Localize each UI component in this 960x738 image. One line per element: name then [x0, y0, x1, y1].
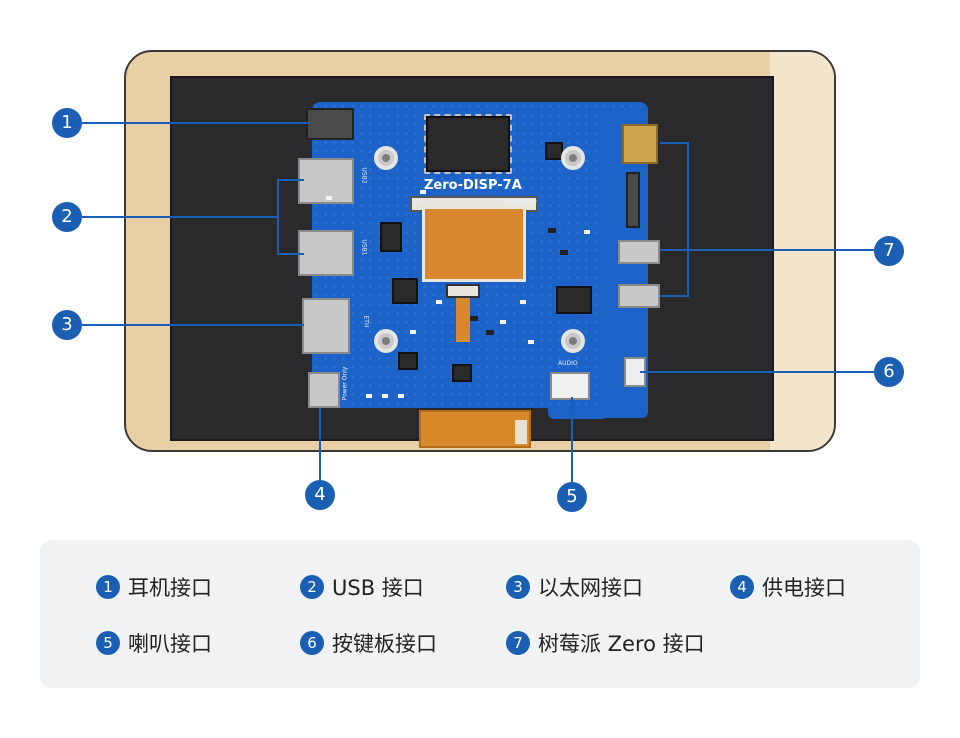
callout-4: 4 [305, 480, 335, 510]
legend-number: 6 [300, 631, 324, 655]
callout-1: 1 [52, 108, 82, 138]
legend-number: 3 [506, 575, 530, 599]
brand-text: 1 Waveshare [498, 198, 537, 205]
legend-number: 2 [300, 575, 324, 599]
legend-item-ethernet: 3 以太网接口 [506, 572, 643, 602]
inductor [452, 364, 472, 382]
audio-amp-chip [556, 286, 592, 314]
smd-part [560, 250, 568, 255]
fpc-number: 50 [412, 198, 420, 205]
smd-part [486, 330, 494, 335]
ethernet-chip [380, 222, 402, 252]
callout-7: 7 [874, 236, 904, 266]
legend-panel: 1 耳机接口 2 USB 接口 3 以太网接口 4 供电接口 5 喇叭接口 6 … [40, 540, 920, 688]
legend-label: 以太网接口 [538, 576, 643, 600]
legend-number: 4 [730, 575, 754, 599]
smd-part [548, 228, 556, 233]
smd-part [436, 300, 442, 304]
legend-label: 耳机接口 [128, 576, 212, 600]
legend-label: 供电接口 [762, 576, 846, 600]
smd-part [470, 316, 478, 321]
legend-number: 7 [506, 631, 530, 655]
regulator-chip [398, 352, 418, 370]
display-ribbon-cable [419, 410, 531, 448]
board-title: Zero-DISP-7A [424, 178, 522, 193]
legend-item-speaker: 5 喇叭接口 [96, 628, 212, 658]
smd-part [584, 230, 590, 234]
legend-item-pi-zero: 7 树莓派 Zero 接口 [506, 628, 705, 658]
usb-c-power-port [308, 372, 340, 408]
mount-hole [561, 146, 585, 170]
fpc-flex-cable [422, 206, 526, 282]
mini-hdmi-port [622, 124, 658, 164]
callout-3: 3 [52, 310, 82, 340]
legend-number: 5 [96, 631, 120, 655]
speaker-connector [550, 372, 590, 400]
ribbon-tab [515, 420, 527, 444]
smd-part [528, 340, 534, 344]
legend-number: 1 [96, 575, 120, 599]
pin-header [626, 172, 640, 228]
main-controller-chip [424, 114, 512, 174]
legend-label: 按键板接口 [332, 632, 437, 656]
mount-hole [374, 329, 398, 353]
micro-usb-port-top [618, 240, 660, 264]
touch-connector [446, 284, 480, 298]
smd-part [366, 394, 372, 398]
legend-item-usb: 2 USB 接口 [300, 572, 424, 602]
callout-5: 5 [557, 482, 587, 512]
audio-label: AUDIO [558, 360, 578, 367]
legend-item-power: 4 供电接口 [730, 572, 846, 602]
callout-lines [82, 122, 874, 482]
mount-hole [561, 329, 585, 353]
usb-hub-chip [392, 278, 418, 304]
callout-6: 6 [874, 357, 904, 387]
smd-part [420, 190, 426, 194]
legend-item-keypad: 6 按键板接口 [300, 628, 437, 658]
legend-label: 树莓派 Zero 接口 [538, 632, 705, 656]
mount-hole [374, 146, 398, 170]
legend-label: 喇叭接口 [128, 632, 212, 656]
driver-board [312, 102, 648, 408]
legend-item-headphone: 1 耳机接口 [96, 572, 212, 602]
smd-part [410, 330, 416, 334]
smd-part [382, 394, 388, 398]
touch-flex-cable [456, 296, 470, 342]
headphone-jack [306, 108, 354, 140]
callout-2: 2 [52, 202, 82, 232]
smd-part [500, 320, 506, 324]
micro-usb-port-bottom [618, 284, 660, 308]
ethernet-port [302, 298, 350, 354]
legend-label: USB 接口 [332, 576, 424, 600]
smd-part [520, 300, 526, 304]
device-photo: Zero-DISP-7A 1 Waveshare 50 USB2 USB1 ET… [52, 50, 904, 512]
smd-part [398, 394, 404, 398]
smd-part [326, 196, 332, 200]
